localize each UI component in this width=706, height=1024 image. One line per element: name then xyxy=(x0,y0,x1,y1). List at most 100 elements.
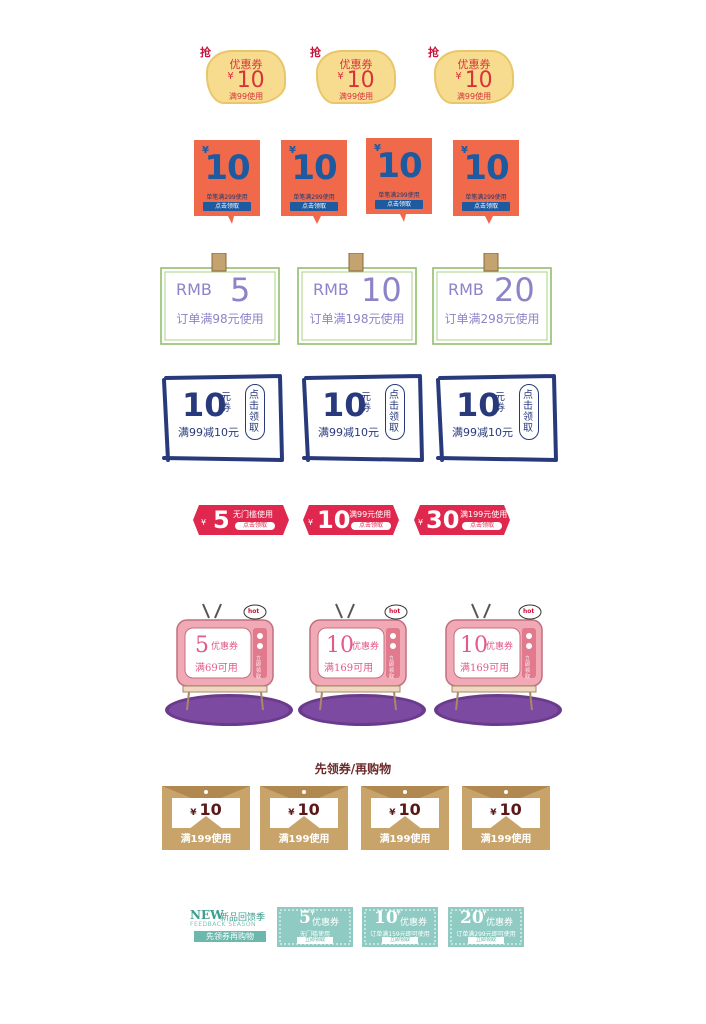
coupon-value: 10 xyxy=(199,800,222,819)
coupon-envelope-3[interactable]: ¥10 满199使用 xyxy=(361,786,449,850)
coupon-tv-3[interactable]: hot 10 优惠券 满169可用 立即领取 xyxy=(432,602,564,728)
claim-button[interactable]: 点击领取 xyxy=(351,522,391,530)
coupon-title: 优惠券 xyxy=(486,918,514,928)
coupon-envelope-1[interactable]: ¥10 满199使用 xyxy=(162,786,250,850)
coupon-tv-2[interactable]: hot 10 优惠券 满169可用 立即领取 xyxy=(296,602,428,728)
coupon-yellow-1[interactable]: 抢 优惠券 ¥10 满99使用 xyxy=(200,46,286,104)
claim-button[interactable]: 点击领取 xyxy=(203,202,251,211)
tv-illustration xyxy=(298,603,426,726)
coupon-condition: 订单满198元使用 xyxy=(309,312,405,326)
coupon-condition: 单笔满299使用 xyxy=(206,194,248,201)
coupon-green-frame-3[interactable]: RMB 20 订单满298元使用 xyxy=(430,253,554,345)
yen-symbol: ¥ xyxy=(227,71,234,82)
coupon-condition: 满199使用 xyxy=(278,834,330,845)
coupon-red-1[interactable]: ¥ 5 无门槛使用 点击领取 xyxy=(193,503,289,537)
coupon-condition: 满169可用 xyxy=(324,663,374,674)
coupon-green-frame-1[interactable]: RMB 5 订单满98元使用 xyxy=(158,253,282,345)
green-frame-shape xyxy=(297,253,417,345)
coupon-teal-1[interactable]: 5 ¥ 优惠券 无门槛使用 立即领取 xyxy=(277,907,353,947)
coupon-value: 10 xyxy=(291,148,337,188)
yen-symbol: ¥ xyxy=(490,808,497,818)
yen-symbol: ¥ xyxy=(288,808,295,818)
hot-badge: hot xyxy=(389,608,401,615)
yen-symbol: ¥ xyxy=(418,518,424,527)
brand-subtitle: FEEDBACK SEASON xyxy=(190,921,257,928)
coupon-condition: 满199元使用 xyxy=(460,510,508,519)
coupon-green-frame-2[interactable]: RMB 10 订单满198元使用 xyxy=(295,253,419,345)
yen-symbol: ¥ xyxy=(201,518,207,527)
claim-button[interactable]: 点击领取 xyxy=(462,522,502,530)
coupon-title: 优惠券 xyxy=(400,918,428,928)
claim-button-label: 点击领取 xyxy=(249,390,259,434)
coupon-value: 10 xyxy=(398,800,421,819)
claim-button[interactable]: 点击领取 xyxy=(235,522,275,530)
claim-button[interactable]: 点击领取 xyxy=(385,384,405,440)
tv-illustration xyxy=(434,603,562,726)
coupon-value: 10 xyxy=(456,386,501,424)
coupon-envelope-4[interactable]: ¥10 满199使用 xyxy=(462,786,550,850)
coupon-navy-3[interactable]: 10 元券 满99减10元 点击领取 xyxy=(434,372,558,464)
coupon-title: 优惠券 xyxy=(229,58,263,71)
coupon-condition: 无门槛使用 xyxy=(299,931,330,938)
coupon-value: 10 xyxy=(376,146,422,186)
coupon-navy-1[interactable]: 10 元券 满99减10元 点击领取 xyxy=(160,372,284,464)
coupon-condition: 满99减10元 xyxy=(318,426,379,439)
claim-button[interactable]: 点击领取 xyxy=(375,200,423,209)
claim-button[interactable]: 点击领取 xyxy=(519,384,539,440)
yen-symbol: ¥ xyxy=(190,808,197,818)
coupon-yellow-2[interactable]: 抢 优惠券 ¥10 满99使用 xyxy=(310,46,396,104)
claim-button[interactable]: 立即领取 xyxy=(525,656,531,680)
coupon-orange-3[interactable]: ¥ 10 单笔满299使用 点击领取 xyxy=(366,138,432,222)
coupon-condition: 订单满98元使用 xyxy=(176,312,264,326)
green-frame-shape xyxy=(432,253,552,345)
coupon-red-3[interactable]: ¥ 30 满199元使用 点击领取 xyxy=(414,503,510,537)
brand-cta[interactable]: 先领券再购物 xyxy=(194,931,266,942)
coupon-condition: 单笔满299使用 xyxy=(465,194,507,201)
coupon-orange-4[interactable]: ¥ 10 单笔满299使用 点击领取 xyxy=(453,140,519,224)
coupon-value-wrap: ¥10 xyxy=(162,800,250,819)
envelope-shape xyxy=(361,786,449,850)
coupon-teal-2[interactable]: 10 ¥ 优惠券 订单满159元即可使用 立即领取 xyxy=(362,907,438,947)
coupon-value: 10 xyxy=(326,633,354,658)
coupon-teal-3[interactable]: 20 ¥ 优惠券 订单满299元即可使用 立即领取 xyxy=(448,907,524,947)
green-frame-shape xyxy=(160,253,280,345)
section-heading: 先领券/再购物 xyxy=(314,762,392,776)
tv-illustration xyxy=(165,603,293,726)
coupon-condition: 订单满299元即可使用 xyxy=(456,931,516,938)
yen-symbol: ¥ xyxy=(455,71,462,82)
claim-button[interactable]: 立即领取 xyxy=(297,937,333,944)
yen-symbol: ¥ xyxy=(461,145,468,156)
claim-button-label: 点击领取 xyxy=(523,390,533,434)
hot-badge: hot xyxy=(523,608,535,615)
coupon-navy-2[interactable]: 10 元券 满99减10元 点击领取 xyxy=(300,372,424,464)
coupon-title: 优惠券 xyxy=(211,642,239,652)
coupon-envelope-2[interactable]: ¥10 满199使用 xyxy=(260,786,348,850)
coupon-orange-2[interactable]: ¥ 10 单笔满299使用 点击领取 xyxy=(281,140,347,224)
claim-button-label: 点击领取 xyxy=(389,390,399,434)
claim-button[interactable]: 立即领取 xyxy=(389,656,395,680)
coupon-value: 10 xyxy=(317,506,351,534)
coupon-condition: 满99使用 xyxy=(456,92,492,101)
coupon-value-wrap: ¥10 xyxy=(436,68,512,93)
claim-button[interactable]: 点击领取 xyxy=(462,202,510,211)
coupon-unit: 元券 xyxy=(495,392,505,414)
coupon-title: 优惠券 xyxy=(339,58,373,71)
coupon-condition: 满69可用 xyxy=(195,663,238,674)
claim-button[interactable]: 立即领取 xyxy=(382,937,418,944)
yen-symbol: ¥ xyxy=(389,808,396,818)
claim-button[interactable]: 点击领取 xyxy=(245,384,265,440)
yen-symbol: ¥ xyxy=(482,908,488,917)
currency-label: RMB xyxy=(313,280,349,299)
claim-button[interactable]: 点击领取 xyxy=(290,202,338,211)
coupon-yellow-3[interactable]: 抢 优惠券 ¥10 满99使用 xyxy=(428,46,514,104)
coupon-orange-1[interactable]: ¥ 10 单笔满299使用 点击领取 xyxy=(194,140,260,224)
coupon-tv-1[interactable]: hot 5 优惠券 满69可用 立即领取 xyxy=(163,602,295,728)
claim-button[interactable]: 立即领取 xyxy=(256,656,262,680)
yen-symbol: ¥ xyxy=(310,908,316,917)
coupon-value-wrap: ¥10 xyxy=(208,68,284,93)
coupon-condition: 满99使用 xyxy=(228,92,264,101)
coupon-title: 优惠券 xyxy=(457,58,491,71)
claim-button[interactable]: 立即领取 xyxy=(468,937,504,944)
coupon-red-2[interactable]: ¥ 10 满99元使用 点击领取 xyxy=(303,503,399,537)
coupon-title: 优惠券 xyxy=(352,642,380,652)
